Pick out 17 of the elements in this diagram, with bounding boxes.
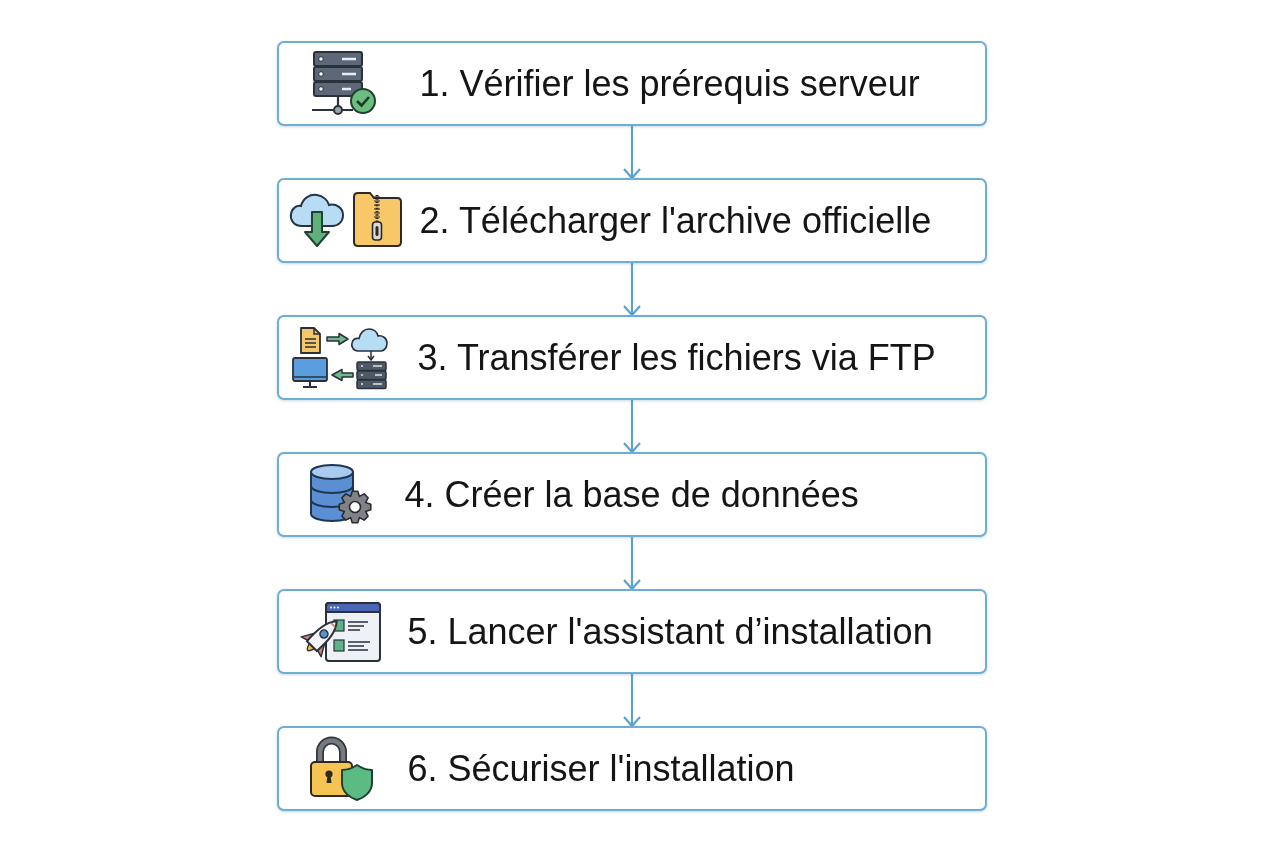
arrow (622, 400, 642, 454)
step-label: 3. Transférer les fichiers via FTP (417, 336, 936, 379)
arrow (622, 674, 642, 728)
arrow (622, 263, 642, 317)
step-label: 2. Télécharger l'archive officielle (419, 199, 932, 242)
arrow (622, 537, 642, 591)
step-box (277, 589, 987, 674)
step-label: 6. Sécuriser l'installation (407, 747, 795, 790)
step-label: 5. Lancer l'assistant d’installation (407, 610, 933, 653)
step-box (277, 452, 987, 537)
step-box (277, 315, 987, 400)
step-box (277, 41, 987, 126)
arrow (622, 126, 642, 180)
step-label: 1. Vérifier les prérequis serveur (419, 62, 920, 105)
step-box (277, 178, 987, 263)
step-box (277, 726, 987, 811)
step-label: 4. Créer la base de données (404, 473, 859, 516)
